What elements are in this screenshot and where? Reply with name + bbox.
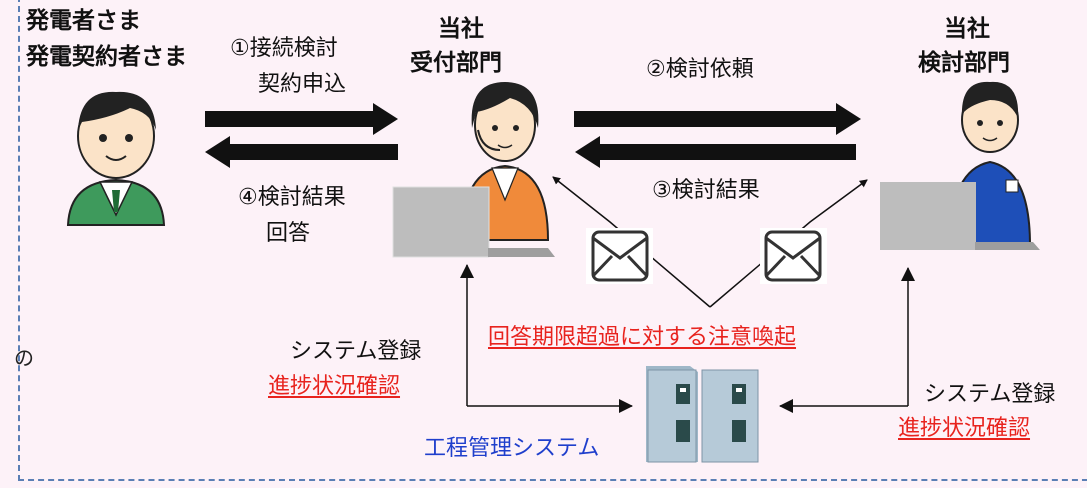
reception-label-line1: 当社 — [438, 16, 484, 42]
applicant-person-icon — [66, 91, 166, 226]
system-link-left — [460, 264, 633, 413]
applicant-label-line2: 発電契約者さま — [26, 44, 187, 70]
step4-label-line2: 回答 — [266, 221, 311, 246]
applicant-label-line1: 発電者さま — [26, 8, 141, 34]
step3-label: ③検討結果 — [652, 178, 760, 203]
right-system-register-label: システム登録 — [924, 382, 1056, 407]
step1-label-line1: ①接続検討 — [230, 36, 338, 61]
left-progress-check-label: 進捗状況確認 — [268, 374, 401, 399]
arrow-answer — [205, 136, 398, 168]
step4-label-line1: ④検討結果 — [238, 185, 346, 210]
review-label-line2: 検討部門 — [918, 50, 1010, 76]
reception-laptop-icon — [392, 186, 555, 258]
reception-label-line2: 受付部門 — [410, 50, 502, 76]
arrow-request — [574, 103, 861, 135]
alert-mail-lines — [552, 176, 868, 308]
server-cabinet-icon — [646, 366, 759, 463]
review-laptop-icon — [880, 182, 1040, 250]
step2-label: ②検討依頼 — [646, 57, 754, 82]
edge-fragment-text: の — [14, 346, 34, 370]
overdue-alert-label: 回答期限超過に対する注意喚起 — [488, 325, 797, 350]
review-label-line1: 当社 — [944, 16, 990, 42]
system-link-right — [779, 267, 915, 413]
right-progress-check-label: 進捗状況確認 — [898, 416, 1031, 441]
arrow-result — [575, 136, 856, 168]
process-system-label: 工程管理システム — [424, 436, 600, 461]
mail-envelope-icon — [586, 228, 653, 284]
dashed-frame: の — [14, 0, 1087, 481]
left-system-register-label: システム登録 — [290, 339, 422, 364]
step1-label-line2: 契約申込 — [258, 72, 347, 97]
mail-envelope-icon — [760, 228, 827, 284]
arrow-application — [205, 103, 398, 135]
